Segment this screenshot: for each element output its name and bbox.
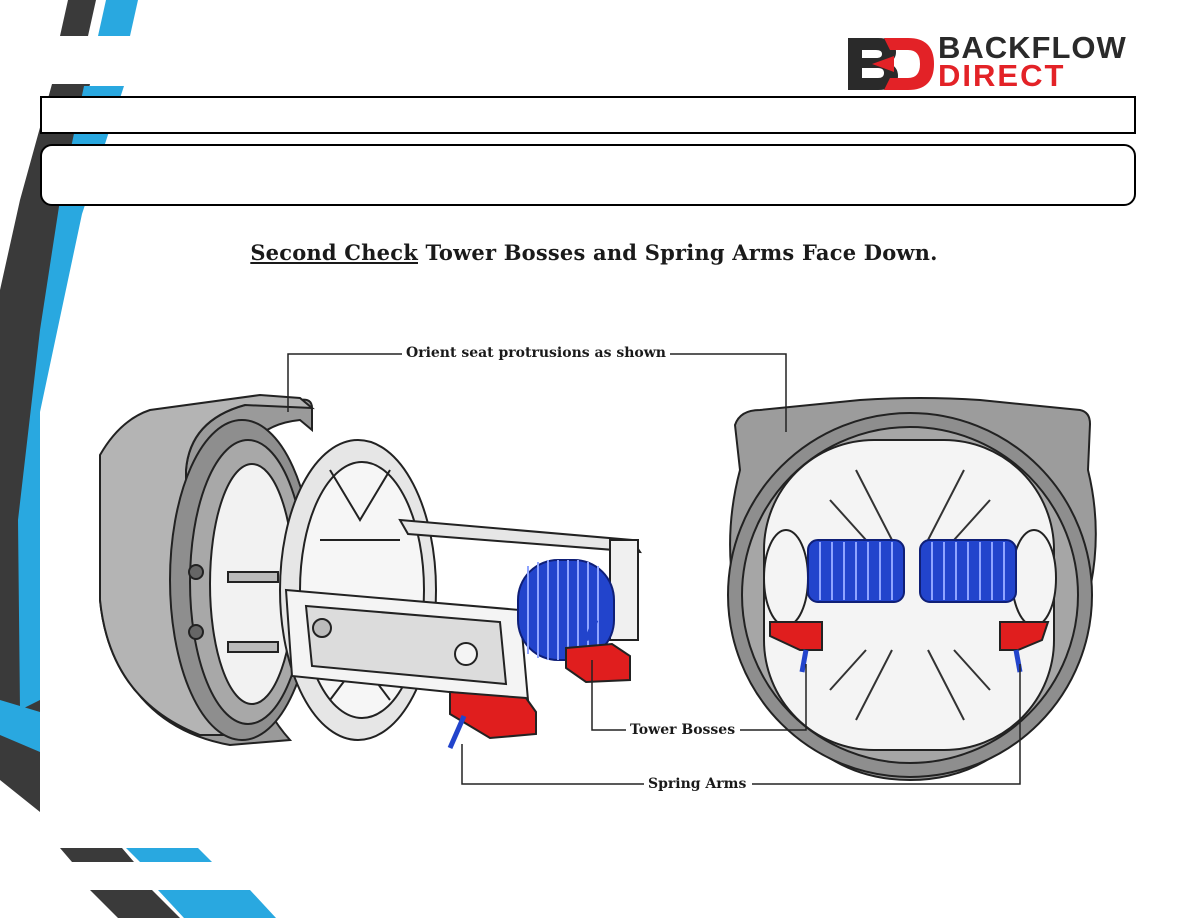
tower-boss-left-1 [565, 642, 631, 684]
subtitle-box [40, 144, 1136, 206]
deco-bar-dark-bottom1 [60, 848, 134, 862]
spring-arm-right-1 [799, 649, 809, 673]
callout-orient-seat: Orient seat protrusions as shown [402, 345, 670, 361]
deco-bar-blue-top [98, 0, 138, 36]
tower-boss-left-2 [449, 690, 537, 740]
callout-spring-arms: Spring Arms [644, 776, 751, 792]
title-box [40, 96, 1136, 134]
valve-body-right [727, 397, 1097, 782]
callout-tower-bosses: Tower Bosses [626, 722, 740, 738]
backflow-direct-logo: BACKFLOW DIRECT [842, 30, 1142, 96]
deco-bar-dark-top [60, 0, 96, 36]
diagram-heading: Second Check Tower Bosses and Spring Arm… [0, 240, 1188, 265]
spring-arm-left-1 [447, 714, 467, 750]
heading-rest: Tower Bosses and Spring Arms Face Down. [417, 240, 938, 265]
logo-line-backflow: BACKFLOW [938, 30, 1127, 65]
callout-leader-lines [287, 353, 1021, 785]
tower-boss-right-1 [769, 621, 823, 651]
spring-cage-left [284, 518, 642, 702]
seat-disc-left [279, 439, 437, 741]
deco-bar-blue-bottom2 [158, 890, 276, 918]
deco-band-blue-left [18, 86, 124, 710]
deco-bar-dark-bottom2 [90, 890, 180, 918]
tower-boss-right-2 [999, 621, 1050, 651]
heading-underlined: Second Check [250, 240, 418, 265]
spring-right-2 [919, 539, 1017, 603]
deco-bar-blue-bottom1 [126, 848, 212, 862]
valve-body-left [99, 393, 315, 747]
deco-wedge-blue-lower [0, 700, 40, 752]
bd-monogram-icon [848, 38, 934, 90]
spring-arm-left-2 [583, 618, 599, 642]
spring-right-1 [807, 539, 905, 603]
logo-line-direct: DIRECT [938, 58, 1066, 93]
